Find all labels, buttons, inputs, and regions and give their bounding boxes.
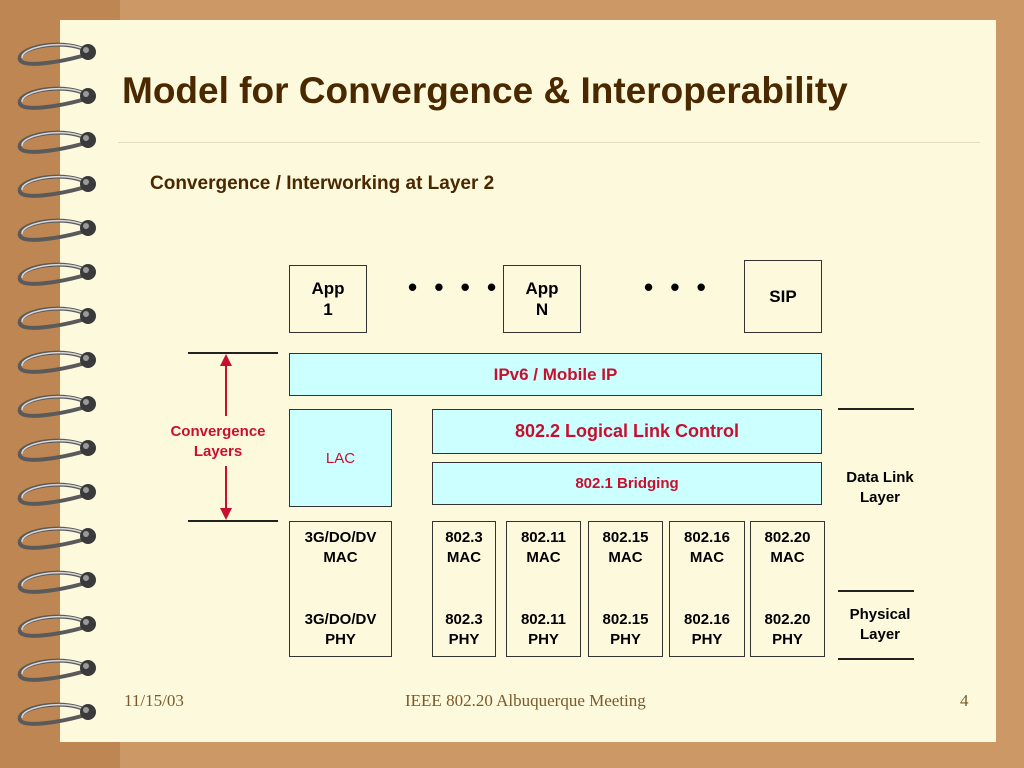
data-link-layer-label: Data Link Layer [846, 469, 914, 507]
footer-page-number: 4 [960, 691, 969, 710]
column-802-3: 802.3 MAC 802.3 PHY [432, 521, 496, 657]
ipv6-label: IPv6 / Mobile IP [493, 364, 618, 384]
mac-label: 802.16 MAC [684, 529, 730, 567]
binding-ring [17, 262, 96, 286]
ellipsis-dots-1: • • • • [408, 272, 502, 302]
binding-ring [17, 130, 96, 154]
convergence-layers-label: Convergence Layers [170, 423, 266, 461]
column-802-20: 802.20 MAC 802.20 PHY [750, 521, 825, 657]
lac-label: LAC [325, 449, 356, 467]
phy-label: 802.20 PHY [764, 610, 811, 648]
app-1-label-line2: 1 [323, 300, 333, 319]
mac-label: 802.15 MAC [602, 529, 649, 567]
column-802-16: 802.16 MAC 802.16 PHY [669, 521, 745, 657]
data-link-top-line [838, 408, 914, 410]
phy-label: 802.11 PHY [520, 610, 567, 648]
binding-ring [17, 218, 96, 242]
binding-ring [17, 570, 96, 594]
binding-ring [17, 614, 96, 638]
app-n-label-line1: App [525, 278, 559, 298]
ipv6-mobile-ip-layer: IPv6 / Mobile IP [289, 353, 822, 396]
physical-bottom-line [838, 658, 914, 660]
physical-top-line [838, 590, 914, 592]
binding-ring [17, 86, 96, 110]
binding-ring [17, 174, 96, 198]
mac-label: 802.11 MAC [520, 529, 567, 567]
mac-label: 802.20 MAC [764, 529, 811, 567]
slide-title: Model for Convergence & Interoperability [122, 70, 848, 111]
app-n-box: App N [503, 265, 581, 333]
lac-box: LAC [289, 409, 392, 507]
physical-layer-label: Physical Layer [849, 606, 911, 644]
mac-label: 802.3 MAC [445, 529, 483, 567]
title-divider [118, 142, 980, 143]
binding-ring [17, 702, 96, 726]
bridging-layer: 802.1 Bridging [432, 462, 822, 505]
footer-meeting: IEEE 802.20 Albuquerque Meeting [405, 691, 646, 710]
footer-date: 11/15/03 [124, 691, 184, 710]
column-802-15: 802.15 MAC 802.15 PHY [588, 521, 663, 657]
convergence-top-line [188, 352, 278, 354]
convergence-bottom-line [188, 520, 278, 522]
phy-label: 802.3 PHY [445, 610, 483, 648]
column-3g-do-dv: 3G/DO/DV MAC 3G/DO/DV PHY [289, 521, 392, 657]
binding-ring [17, 438, 96, 462]
binding-ring [17, 526, 96, 550]
app-n-label-line2: N [535, 300, 549, 319]
binding-ring [17, 42, 96, 66]
phy-label: 802.15 PHY [602, 610, 649, 648]
phy-label: 3G/DO/DV PHY [304, 610, 377, 648]
slide-subtitle: Convergence / Interworking at Layer 2 [150, 173, 495, 194]
bridging-label: 802.1 Bridging [575, 475, 679, 492]
llc-layer: 802.2 Logical Link Control [432, 409, 822, 454]
ellipsis-dots-2: • • • [644, 272, 711, 302]
binding-ring [17, 350, 96, 374]
llc-label: 802.2 Logical Link Control [514, 421, 740, 441]
app-1-box: App 1 [289, 265, 367, 333]
phy-label: 802.16 PHY [684, 610, 730, 648]
spiral-binding [17, 42, 96, 726]
binding-ring [17, 482, 96, 506]
sip-box: SIP [744, 260, 822, 333]
binding-ring [17, 306, 96, 330]
app-1-label-line1: App [311, 278, 345, 298]
mac-label: 3G/DO/DV MAC [304, 529, 377, 567]
binding-ring [17, 658, 96, 682]
binding-ring [17, 394, 96, 418]
column-802-11: 802.11 MAC 802.11 PHY [506, 521, 581, 657]
sip-label: SIP [769, 286, 797, 306]
